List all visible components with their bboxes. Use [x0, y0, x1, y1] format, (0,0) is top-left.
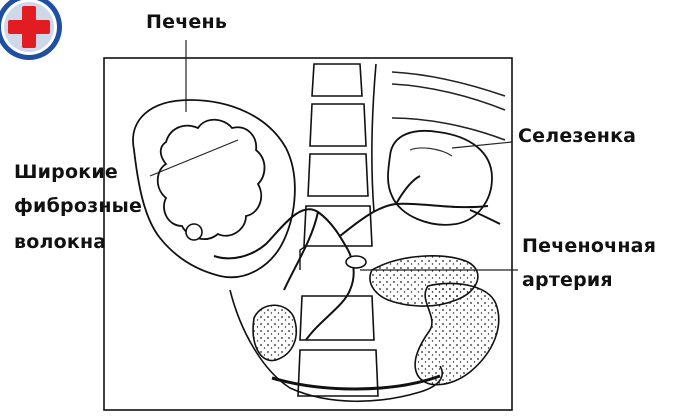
fibers-label-line2: фиброзные	[14, 194, 142, 218]
gallbladder	[186, 224, 202, 240]
duodenum	[415, 283, 499, 384]
fibers-label-line1: Широкие	[14, 160, 118, 184]
artery-label-line2: артерия	[522, 268, 613, 292]
fibers-label-line3: волокна	[14, 230, 106, 254]
celiac-trunk	[346, 256, 366, 268]
spleen-label: Селезенка	[518, 124, 636, 148]
ribs	[392, 72, 505, 140]
artery-label-line1: Печеночная	[522, 234, 656, 258]
liver-label: Печень	[146, 10, 227, 34]
spleen-outline	[388, 131, 492, 225]
kidney-left	[253, 305, 296, 360]
spine	[298, 64, 378, 396]
